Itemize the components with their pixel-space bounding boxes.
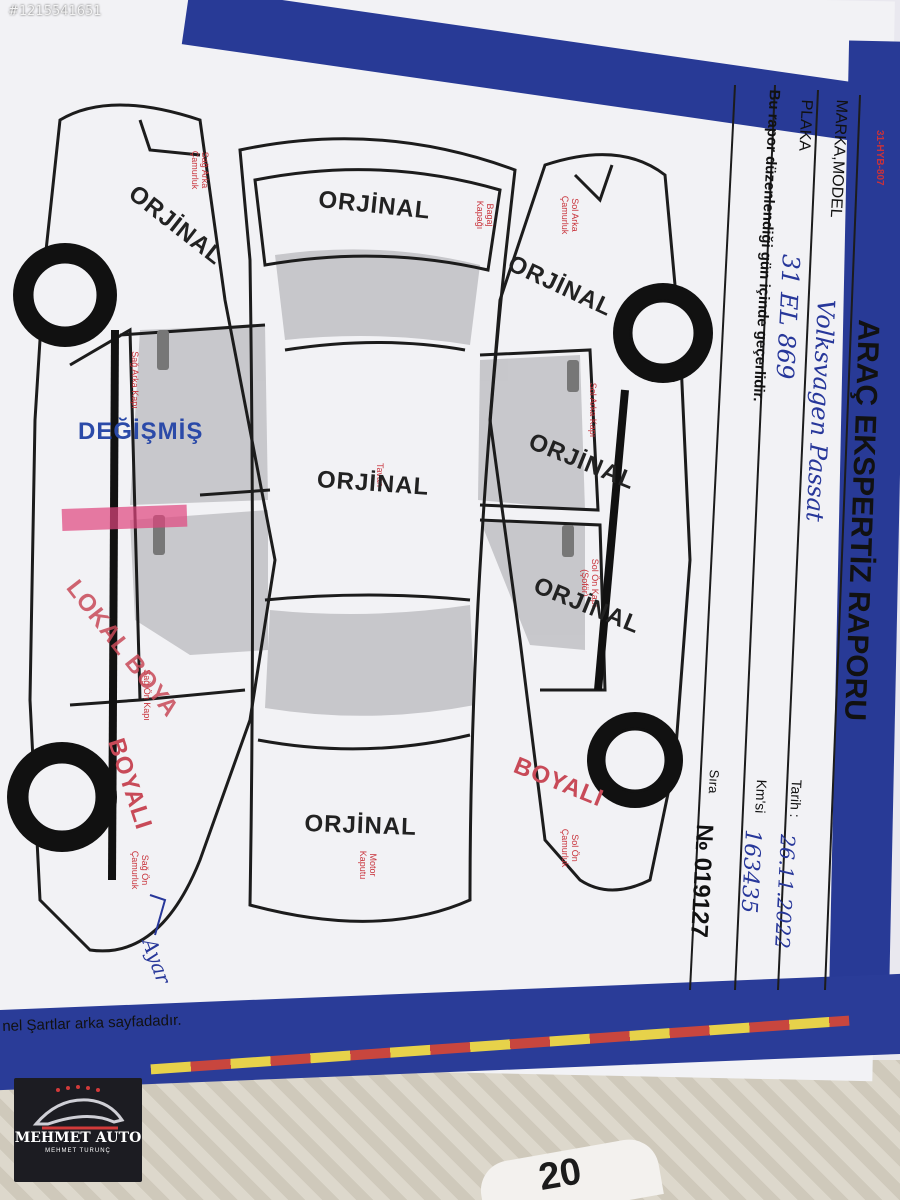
label-bagaj: Bagaj Kapağı (475, 200, 495, 230)
label-sol-on-camurluk: Sol Ön Çamurluk (560, 828, 580, 868)
wheels (7, 243, 713, 852)
label-sag-arka-kapi: Sağ Arka Kapı (130, 351, 140, 409)
cup-text: 20 (535, 1150, 585, 1199)
stamp-degismis: DEĞİŞMİŞ (78, 418, 204, 445)
left-side-pillar (594, 389, 629, 691)
label-sag-arka-camurluk: Sağ Arka Çamurluk (190, 150, 210, 190)
km-value: 163435 (735, 828, 765, 914)
right-side-outline (28, 103, 277, 953)
rear-window-line (284, 341, 466, 352)
windshield-line (264, 593, 471, 602)
km-label: Km'si (752, 779, 770, 814)
serial-code: 31-HYB-807 (874, 130, 885, 186)
left-front-window-shade (480, 520, 585, 650)
dealer-logo: MEHMET AUTO MEHMET TURUNÇ (14, 1078, 142, 1182)
car-top-outline (238, 137, 517, 923)
logo-name: MEHMET AUTO (14, 1130, 142, 1146)
trunk-panel (253, 168, 502, 272)
label-sol-arka-camurluk: Sol Arka Çamurluk (560, 195, 580, 235)
report-number: № 019127 (685, 823, 718, 939)
right-rear-arch (138, 119, 201, 157)
left-rear-window-shade (478, 355, 585, 510)
pink-highlight (61, 504, 188, 532)
rear-window-shade (275, 249, 480, 345)
ink-stroke (149, 894, 167, 936)
field-plate: PLAKA (795, 99, 815, 152)
label-sol-arka-kapi: Sol Arka Kapı (588, 382, 598, 438)
label-motor: Motor Kaputu (358, 850, 378, 880)
car-diagram (7, 84, 861, 991)
right-door-divider (199, 488, 271, 497)
right-front-window-shade (130, 510, 268, 655)
label-sag-on-camurluk: Sağ Ön Çamurluk (130, 850, 150, 890)
stamp-orjinal-motor: ORJİNAL (304, 810, 418, 841)
sira-label: Sıra (705, 769, 722, 794)
left-rear-arch (573, 164, 614, 203)
date-label: Tarih : (787, 779, 805, 819)
car-logo-icon (32, 1085, 125, 1130)
logo-sub: MEHMET TURUNÇ (45, 1148, 111, 1154)
windshield-shade (265, 605, 475, 716)
hood-line (257, 733, 471, 751)
listing-watermark: #1215541651 (8, 4, 102, 19)
